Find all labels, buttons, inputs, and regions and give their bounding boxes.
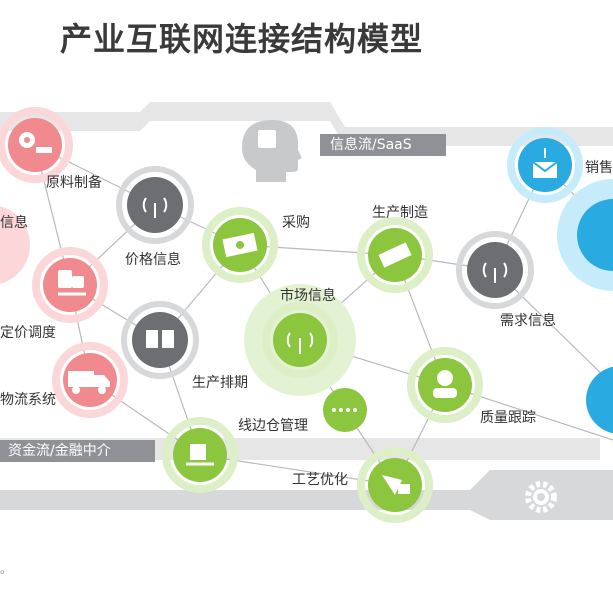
lineside-warehouse-node [323, 388, 367, 432]
label-quality-tracking: 质量跟踪 [480, 410, 536, 426]
label-production-schedule: 生产排期 [192, 375, 248, 391]
broadcast-icon [482, 262, 508, 283]
capital-flow-label: 资金流/金融中介 [8, 443, 111, 459]
footnote: 。 [0, 562, 13, 576]
procurement-node [202, 207, 278, 283]
sales-node [507, 127, 583, 203]
tools-icon [382, 475, 410, 495]
market-info-node [244, 284, 356, 396]
label-pricing-schedule: 定价调度 [0, 325, 56, 341]
demand-info-node [456, 231, 534, 309]
label-price-info: 价格信息 [125, 252, 181, 268]
dots-icon [332, 408, 357, 412]
worker-icon [433, 370, 457, 398]
label-production: 生产制造 [372, 205, 428, 221]
warehouse-node [162, 417, 238, 493]
price-info-node [116, 166, 194, 244]
production-schedule-node [121, 301, 199, 379]
label-demand-info: 需求信息 [500, 313, 556, 329]
pricing-schedule-node [32, 247, 108, 323]
label-procurement: 采购 [282, 215, 310, 231]
sales-large-node [557, 179, 613, 291]
quality-tracking-node [407, 347, 483, 423]
capital-flow-band [0, 438, 613, 520]
info-node [0, 206, 30, 284]
production-node [357, 217, 433, 293]
broadcast-icon [286, 332, 314, 354]
process-optimization-node [357, 447, 433, 523]
cash-icon [222, 232, 258, 258]
blue-edge-node [586, 366, 613, 434]
page-title: 产业互联网连接结构模型 [60, 20, 424, 58]
share-mail-icon [532, 148, 558, 178]
box-cart-icon [186, 444, 214, 466]
broadcast-icon [142, 197, 168, 218]
puzzle-head-icon [242, 120, 302, 182]
gear-icon [525, 481, 557, 513]
label-lineside-warehouse: 线边仓管理 [238, 418, 308, 434]
label-market-info: 市场信息 [280, 288, 336, 304]
raw-material-node [0, 107, 73, 183]
label-process-optimization: 工艺优化 [292, 472, 348, 488]
factory-machine-icon [378, 242, 412, 268]
label-raw-material: 原料制备 [46, 175, 102, 191]
book-icon [146, 330, 174, 348]
label-info: 信息 [0, 215, 28, 231]
logistics-node [52, 342, 128, 418]
label-logistics: 物流系统 [0, 392, 56, 408]
cart-icon [58, 270, 86, 296]
info-flow-label: 信息流/SaaS [330, 137, 412, 153]
info-flow-band [0, 102, 613, 156]
gear-conveyor-icon [19, 132, 52, 153]
label-sales: 销售 [585, 160, 613, 176]
truck-icon [68, 371, 110, 394]
